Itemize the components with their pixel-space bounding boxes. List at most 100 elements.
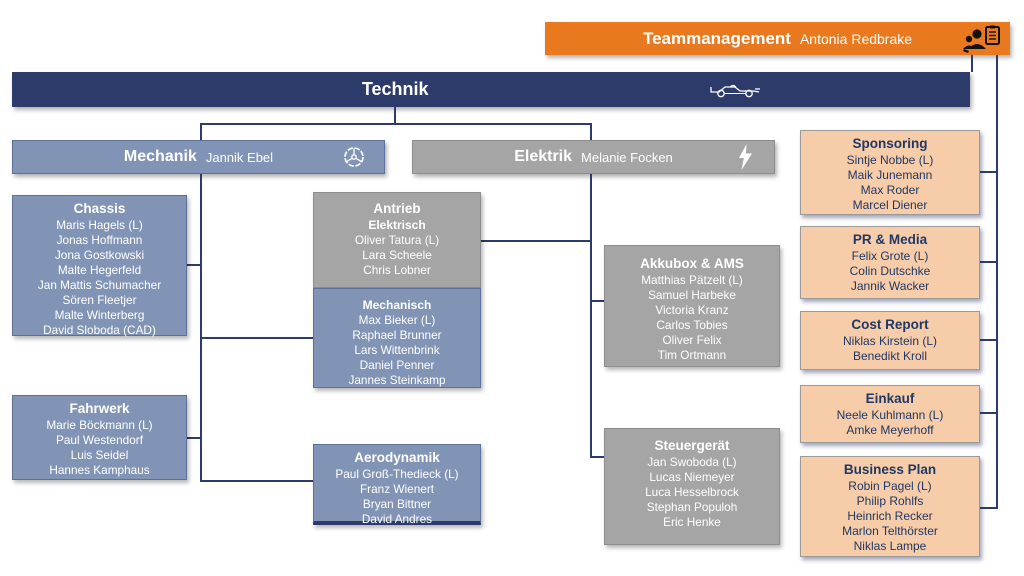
box-title: Akkubox & AMS bbox=[640, 256, 744, 271]
member-name: Luca Hesselbrock bbox=[645, 485, 739, 499]
member-name: Eric Henke bbox=[663, 515, 721, 529]
connector-line bbox=[394, 107, 396, 123]
member-name: Daniel Penner bbox=[359, 358, 435, 372]
technik-title: Technik bbox=[361, 79, 429, 99]
connector-line bbox=[202, 480, 313, 482]
lightning-icon bbox=[739, 144, 752, 170]
org-box-akkubox-ams: Akkubox & AMS Matthias Pätzelt (L)Samuel… bbox=[604, 245, 780, 367]
connector-line bbox=[187, 264, 200, 266]
gear-icon bbox=[342, 145, 366, 169]
box-subtitle: Elektrisch bbox=[368, 218, 426, 232]
member-list: Neele Kuhlmann (L)Amke Meyerhoff bbox=[801, 408, 979, 438]
member-name: Stephan Populoh bbox=[646, 500, 738, 514]
org-box-pr-media: PR & Media Felix Grote (L)Colin Dutschke… bbox=[800, 226, 980, 299]
connector-line bbox=[980, 412, 996, 414]
box-title: Sponsoring bbox=[852, 136, 928, 151]
member-name: Tim Ortmann bbox=[657, 348, 727, 362]
member-name: Samuel Harbeke bbox=[648, 288, 736, 302]
member-name: Jannik Wacker bbox=[850, 279, 930, 293]
member-name: Philip Rohlfs bbox=[856, 494, 924, 508]
member-name: Jan Mattis Schumacher bbox=[37, 278, 162, 292]
mechanik-lead: Jannik Ebel bbox=[205, 149, 274, 165]
member-name: Oliver Tatura (L) bbox=[354, 233, 440, 247]
connector-line bbox=[590, 123, 592, 140]
org-box-fahrwerk: Fahrwerk Marie Böckmann (L)Paul Westendo… bbox=[12, 395, 187, 480]
member-name: Malte Winterberg bbox=[54, 308, 145, 322]
member-name: Niklas Kirstein (L) bbox=[842, 334, 938, 348]
elektrik-lead: Melanie Focken bbox=[581, 149, 673, 165]
member-name: Marlon Telthörster bbox=[842, 524, 938, 538]
member-name: David Sloboda (CAD) bbox=[43, 323, 156, 337]
member-name: Colin Dutschke bbox=[849, 264, 931, 278]
member-name: Matthias Pätzelt (L) bbox=[641, 273, 743, 287]
connector-rail-mid bbox=[590, 174, 592, 458]
member-name: Neele Kuhlmann (L) bbox=[836, 408, 944, 422]
member-name: Niklas Lampe bbox=[853, 539, 927, 553]
connector-line bbox=[200, 123, 592, 125]
box-title: Chassis bbox=[73, 201, 126, 216]
box-title: Fahrwerk bbox=[69, 401, 130, 416]
org-box-aerodynamik: Aerodynamik Paul Groß-Thedieck (L)Franz … bbox=[313, 444, 481, 527]
org-box-antrieb-elektrisch: Antrieb Elektrisch Oliver Tatura (L)Lara… bbox=[313, 192, 481, 288]
member-name: Jannes Steinkamp bbox=[348, 373, 446, 387]
connector-line bbox=[202, 337, 313, 339]
member-name: Amke Meyerhoff bbox=[846, 423, 934, 437]
member-name: Maris Hagels (L) bbox=[56, 218, 143, 232]
box-title: Antrieb bbox=[373, 201, 421, 216]
member-name: Bryan Bittner bbox=[362, 497, 432, 511]
org-box-einkauf: Einkauf Neele Kuhlmann (L)Amke Meyerhoff bbox=[800, 385, 980, 443]
box-title: PR & Media bbox=[852, 232, 928, 247]
mechanik-bar: Mechanik Jannik Ebel bbox=[12, 140, 385, 174]
connector-rail-right bbox=[996, 55, 998, 509]
org-box-sponsoring: Sponsoring Sintje Nobbe (L)Maik Junemann… bbox=[800, 130, 980, 215]
org-box-antrieb-mechanisch: Mechanisch Max Bieker (L)Raphael Brunner… bbox=[313, 288, 481, 388]
connector-line bbox=[980, 339, 996, 341]
box-title: Steuergerät bbox=[654, 438, 730, 453]
org-box-business-plan: Business Plan Robin Pagel (L)Philip Rohl… bbox=[800, 456, 980, 557]
member-name: Marie Böckmann (L) bbox=[46, 418, 153, 432]
member-name: Hannes Kamphaus bbox=[49, 463, 150, 477]
member-name: Max Roder bbox=[860, 183, 920, 197]
mechanik-title: Mechanik bbox=[123, 148, 197, 165]
people-clipboard-icon bbox=[962, 25, 1002, 53]
member-name: Lars Wittenbrink bbox=[354, 343, 440, 357]
member-name: Carlos Tobies bbox=[656, 318, 728, 332]
member-name: Sören Fleetjer bbox=[62, 293, 137, 307]
race-car-icon bbox=[709, 81, 761, 99]
connector-line bbox=[592, 456, 604, 458]
box-title: Aerodynamik bbox=[354, 450, 440, 465]
connector-line bbox=[592, 300, 604, 302]
member-name: Sintje Nobbe (L) bbox=[846, 153, 934, 167]
member-name: Max Bieker (L) bbox=[358, 313, 436, 327]
connector-line bbox=[971, 55, 973, 72]
member-name: Franz Wienert bbox=[359, 482, 435, 496]
teammanagement-bar: Teammanagement Antonia Redbrake bbox=[545, 22, 1010, 55]
member-name: Raphael Brunner bbox=[352, 328, 442, 342]
box-title: Cost Report bbox=[851, 317, 929, 332]
connector-line bbox=[187, 437, 200, 439]
member-name: Chris Lobner bbox=[363, 263, 431, 277]
org-box-steuergeraet: Steuergerät Jan Swoboda (L)Lucas Niemeye… bbox=[604, 428, 780, 545]
org-box-cost-report: Cost Report Niklas Kirstein (L)Benedikt … bbox=[800, 311, 980, 370]
connector-line bbox=[481, 240, 590, 242]
member-name: Heinrich Recker bbox=[847, 509, 933, 523]
member-name: Jona Gostkowski bbox=[54, 248, 145, 262]
member-name: Victoria Kranz bbox=[655, 303, 729, 317]
connector-rail-left bbox=[200, 174, 202, 482]
box-title: Business Plan bbox=[843, 462, 937, 477]
teammanagement-title: Teammanagement bbox=[642, 28, 791, 48]
member-list: Niklas Kirstein (L)Benedikt Kroll bbox=[801, 334, 979, 364]
connector-line bbox=[980, 261, 996, 263]
elektrik-bar: Elektrik Melanie Focken bbox=[412, 140, 775, 174]
elektrik-title: Elektrik bbox=[514, 148, 573, 165]
member-name: Marcel Diener bbox=[852, 198, 928, 212]
member-name: Lucas Niemeyer bbox=[649, 470, 735, 484]
connector-line bbox=[200, 123, 202, 140]
